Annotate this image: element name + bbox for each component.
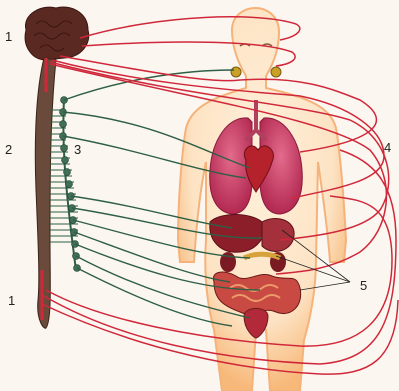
label-2: 2 bbox=[5, 143, 12, 156]
stomach bbox=[262, 218, 294, 251]
label-5: 5 bbox=[360, 279, 367, 292]
spinal-cord bbox=[35, 58, 56, 328]
label-3: 3 bbox=[74, 143, 81, 156]
label-1-bottom: 1 bbox=[8, 294, 15, 307]
label-1-top: 1 bbox=[5, 30, 12, 43]
brain bbox=[25, 7, 89, 60]
gland-right bbox=[271, 67, 281, 77]
gland-left bbox=[231, 67, 241, 77]
label-4: 4 bbox=[384, 141, 391, 154]
